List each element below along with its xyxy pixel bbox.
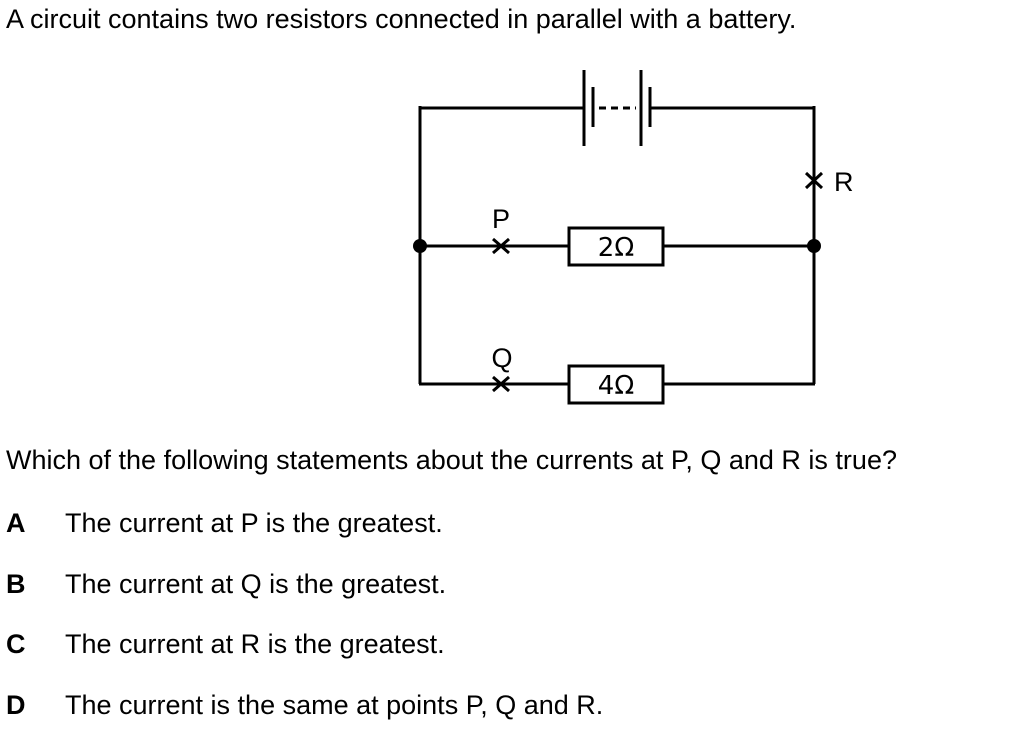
option-c-text: The current at R is the greatest. <box>65 629 445 659</box>
option-d-text: The current is the same at points P, Q a… <box>65 690 604 720</box>
point-p-marker <box>492 237 510 255</box>
option-b-letter: B <box>6 569 26 599</box>
point-p-label: P <box>492 204 510 234</box>
point-r-marker <box>804 171 824 190</box>
question-text: Which of the following statements about … <box>6 445 897 475</box>
junction-right <box>807 239 821 253</box>
option-d-letter: D <box>6 690 26 720</box>
resistor-4-ohm-label: 4Ω <box>598 371 634 401</box>
option-c-letter: C <box>6 629 26 659</box>
point-r-label: R <box>834 167 854 197</box>
intro-text: A circuit contains two resistors connect… <box>6 4 797 34</box>
resistor-2-ohm-label: 2Ω <box>598 233 634 263</box>
option-a-letter: A <box>6 508 26 538</box>
battery-icon <box>582 70 652 146</box>
option-a-text: The current at P is the greatest. <box>65 508 443 538</box>
option-b-text: The current at Q is the greatest. <box>65 569 447 599</box>
point-q-marker <box>492 375 510 393</box>
junction-left <box>413 239 427 253</box>
point-q-label: Q <box>491 343 512 373</box>
